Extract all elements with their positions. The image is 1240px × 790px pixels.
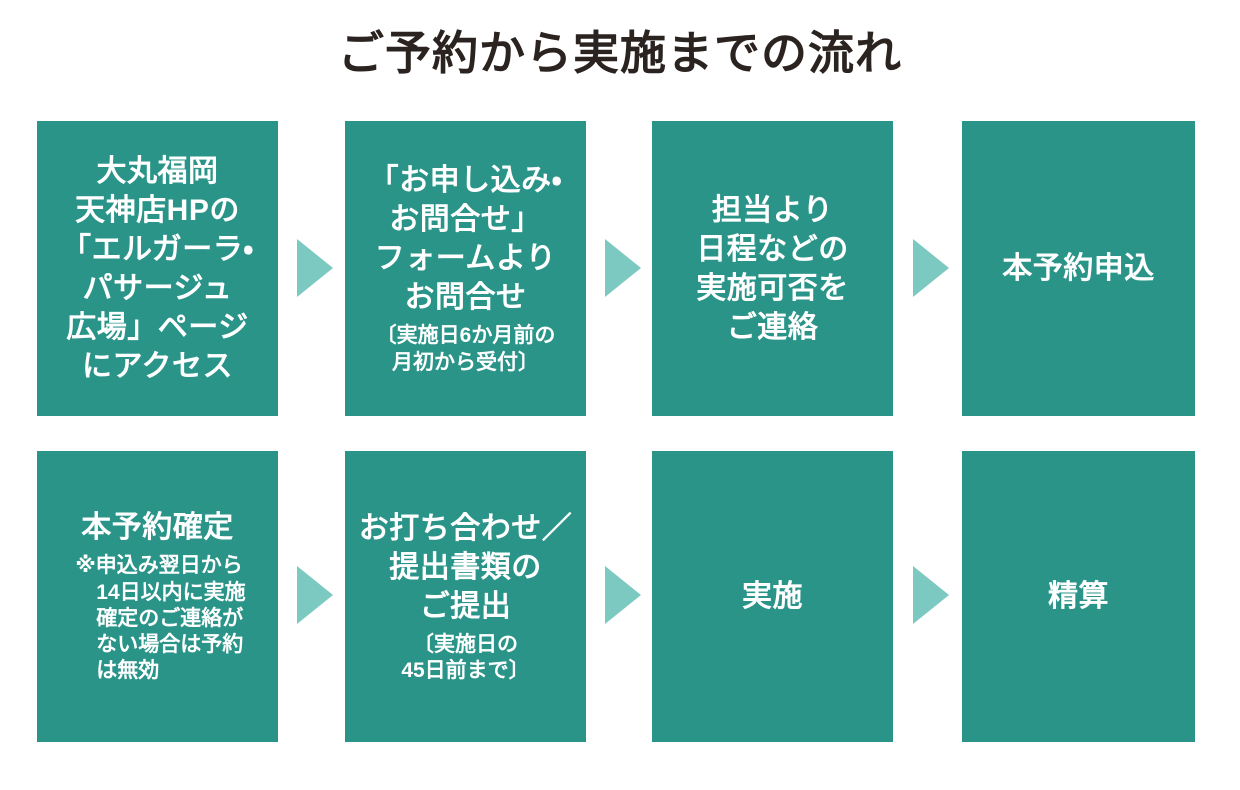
flow-step-note-text: 〔実施日の 45日前まで〕 (401, 632, 530, 682)
flow-step-box: 精算 (962, 451, 1195, 742)
arrow-right-icon (297, 566, 333, 624)
arrow-right-icon (913, 566, 949, 624)
flow-step-note-text: ※申込み翌日から 14日以内に実施 確定のご連絡が ない場合は予約 は無効 (75, 554, 246, 683)
flow-step-box: お打ち合わせ／ 提出書類の ご提出 〔実施日の 45日前まで〕 (345, 451, 586, 742)
arrow-right-icon (913, 239, 949, 297)
flow-step-main-text: 本予約確定 (81, 511, 234, 545)
flow-step-box: 大丸福岡 天神店HPの 「エルガーラ・ パサージュ 広場」ページ にアクセス (37, 121, 278, 416)
flow-step-main-text: 大丸福岡 天神店HPの 「エルガーラ・ パサージュ 広場」ページ にアクセス (61, 154, 254, 383)
flow-step-box: 本予約確定 ※申込み翌日から 14日以内に実施 確定のご連絡が ない場合は予約 … (37, 451, 278, 742)
flow-step-main-text: 「お申し込み・ お問合せ」 フォームより お問合せ (368, 164, 563, 315)
flow-step-main-text: お打ち合わせ／ 提出書類の ご提出 (358, 511, 573, 623)
flow-step-note-text: 〔実施日6か月前の 月初から受付〕 (375, 324, 556, 374)
flow-step-main-text: 実施 (742, 580, 803, 613)
flow-step-box: 本予約申込 (962, 121, 1195, 416)
flow-step-main-text: 担当より 日程などの 実施可否を ご連絡 (696, 193, 849, 344)
flow-step-box: 「お申し込み・ お問合せ」 フォームより お問合せ 〔実施日6か月前の 月初から… (345, 121, 586, 416)
flow-row-2: 本予約確定 ※申込み翌日から 14日以内に実施 確定のご連絡が ない場合は予約 … (0, 451, 1240, 742)
page-title: ご予約から実施までの流れ (338, 27, 902, 79)
arrow-right-icon (605, 566, 641, 624)
arrow-right-icon (605, 239, 641, 297)
flow-step-box: 担当より 日程などの 実施可否を ご連絡 (652, 121, 893, 416)
flow-step-main-text: 精算 (1048, 580, 1109, 613)
flow-step-main-text: 本予約申込 (1002, 252, 1155, 285)
flow-step-box: 実施 (652, 451, 893, 742)
arrow-right-icon (297, 239, 333, 297)
flow-row-1: 大丸福岡 天神店HPの 「エルガーラ・ パサージュ 広場」ページ にアクセス 「… (0, 121, 1240, 416)
